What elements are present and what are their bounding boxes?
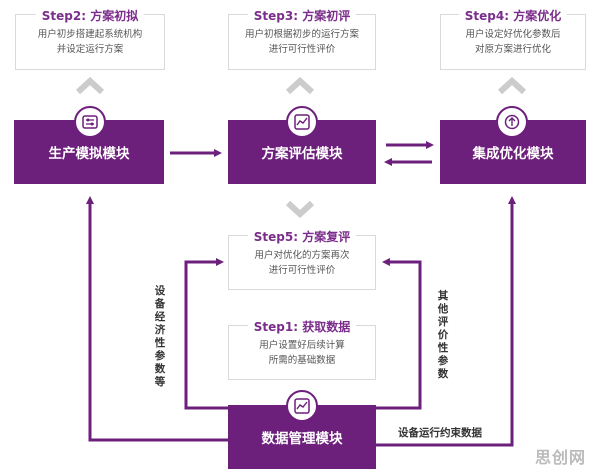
arrow-data-to-step5-right: [372, 258, 422, 410]
step4-box: Step4: 方案优化 用户设定好优化参数后 对原方案进行优化: [440, 7, 586, 70]
chevron-up-icon: [75, 76, 105, 95]
watermark-logo: 思创网: [534, 448, 586, 467]
production-module-label: 生产模拟模块: [48, 146, 130, 162]
chart-edit-icon: [294, 114, 310, 130]
step5-title: Step5: 方案复评: [247, 228, 357, 245]
left-vertical-label: 设备经济性参数等: [154, 285, 166, 388]
step3-box: Step3: 方案初评 用户初根据初步的运行方案 进行可行性评价: [228, 7, 376, 70]
step3-title: Step3: 方案初评: [247, 7, 357, 24]
chevron-down-icon: [285, 200, 315, 219]
step2-line2: 并设定运行方案: [56, 44, 124, 55]
production-icon-circle: [74, 106, 106, 138]
bottom-right-label: 设备运行约束数据: [398, 427, 482, 439]
step3-line2: 进行可行性评价: [268, 44, 336, 55]
optimization-icon-circle: [496, 106, 528, 138]
optimization-module-label: 集成优化模块: [472, 146, 554, 162]
step4-line1: 用户设定好优化参数后: [465, 29, 561, 40]
step1-box: Step1: 获取数据 用户设置好后续计算 所需的基础数据: [228, 318, 376, 380]
step1-line1: 用户设置好后续计算: [259, 340, 345, 351]
step5-line1: 用户对优化的方案再次: [254, 250, 350, 261]
evaluation-icon-circle: [286, 106, 318, 138]
step2-line1: 用户初步搭建起系统机构: [37, 29, 143, 40]
upload-refresh-icon: [504, 114, 520, 130]
step5-box: Step5: 方案复评 用户对优化的方案再次 进行可行性评价: [228, 228, 376, 290]
step4-title: Step4: 方案优化: [458, 7, 568, 24]
step5-line2: 进行可行性评价: [268, 265, 336, 276]
arrow-data-to-step5-left: [184, 258, 238, 410]
evaluation-module-label: 方案评估模块: [261, 146, 343, 162]
data-icon-circle: [286, 390, 318, 422]
step2-title: Step2: 方案初拟: [35, 7, 145, 24]
arrow-data-to-optimization: [372, 196, 516, 447]
data-module-label: 数据管理模块: [261, 431, 343, 447]
step4-line2: 对原方案进行优化: [474, 44, 551, 55]
chart-edit-icon: [294, 398, 310, 414]
arrow-data-to-production: [86, 196, 230, 442]
data-module: 数据管理模块: [228, 405, 376, 469]
step3-line1: 用户初根据初步的运行方案: [244, 29, 359, 40]
chevron-up-icon: [285, 76, 315, 95]
right-vertical-label: 其他评价性参数: [437, 290, 449, 380]
chevron-up-icon: [497, 76, 527, 95]
step1-title: Step1: 获取数据: [247, 318, 357, 335]
step1-line2: 所需的基础数据: [268, 355, 336, 366]
settings-sliders-icon: [82, 115, 98, 129]
step2-box: Step2: 方案初拟 用户初步搭建起系统机构 并设定运行方案: [15, 7, 165, 70]
